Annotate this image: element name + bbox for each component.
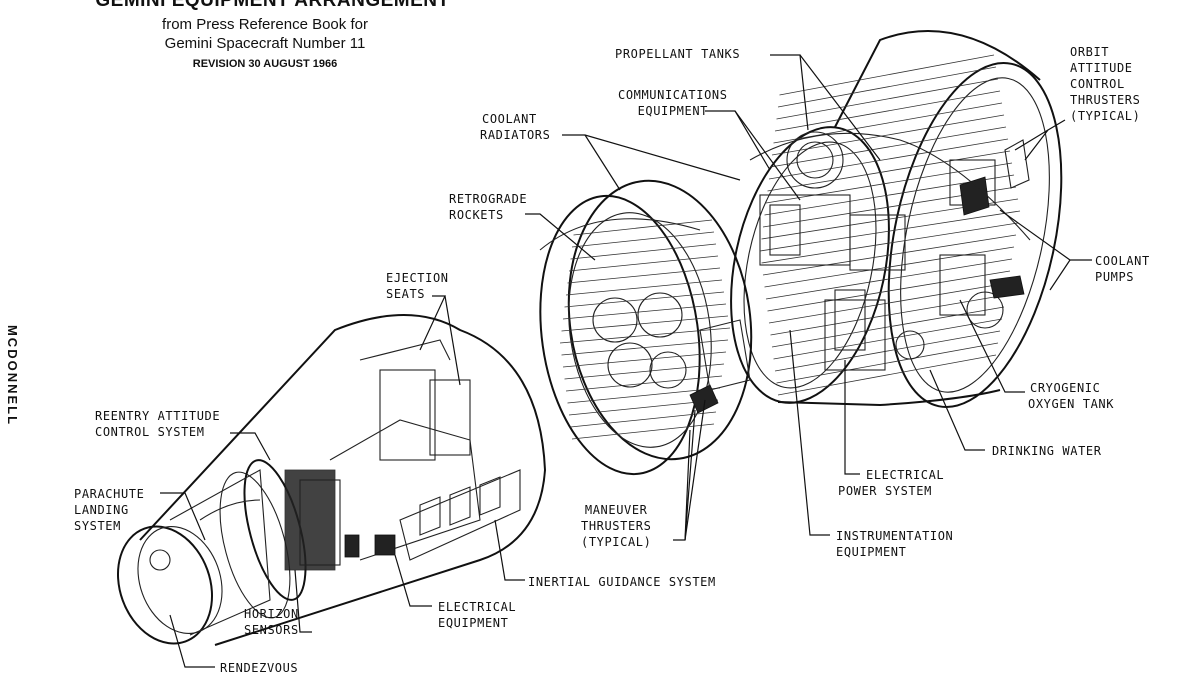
retro-rib bbox=[567, 387, 721, 404]
adapter-rib bbox=[771, 114, 1005, 156]
label-reentry-attitude-control: REENTRY ATTITUDE CONTROL SYSTEM bbox=[95, 409, 221, 439]
label-parachute-landing-system: PARACHUTE LANDING SYSTEM bbox=[74, 487, 145, 533]
label-rendezvous: RENDEZVOUS bbox=[220, 661, 299, 675]
label-communications-equipment: COMMUNICATIONS EQUIPMENT bbox=[618, 88, 728, 118]
label-ejection-seats: EJECTION SEATS bbox=[386, 271, 449, 301]
adapter-rib bbox=[776, 78, 999, 120]
adapter-rib bbox=[765, 162, 1013, 204]
retro-rib bbox=[562, 303, 727, 320]
label-coolant-radiators: COOLANT RADIATORS bbox=[480, 112, 551, 142]
retro-rib bbox=[567, 267, 721, 284]
adapter-rib bbox=[777, 66, 997, 108]
reentry-module bbox=[116, 314, 547, 646]
retro-rib bbox=[568, 255, 719, 272]
adapter-rib bbox=[764, 246, 1015, 288]
subtitle-line-2: Gemini Spacecraft Number 11 bbox=[164, 35, 366, 52]
adapter-rib bbox=[767, 270, 1011, 312]
label-propellant-tanks: PROPELLANT TANKS bbox=[615, 47, 741, 61]
label-drinking-water: DRINKING WATER bbox=[992, 444, 1102, 458]
adapter-rib bbox=[768, 138, 1009, 180]
adapter-section bbox=[730, 30, 1063, 408]
label-cryogenic-oxygen-tank: CRYOGENIC OXYGEN TANK bbox=[1028, 381, 1115, 411]
retro-rib bbox=[562, 351, 727, 368]
adapter-rib bbox=[779, 54, 995, 96]
adapter-rib bbox=[768, 282, 1009, 324]
label-electrical-power-system: ELECTRICAL POWER SYSTEM bbox=[838, 468, 945, 498]
adapter-rib bbox=[767, 150, 1011, 192]
retro-rib bbox=[570, 243, 717, 260]
retro-rib bbox=[565, 375, 723, 392]
retrograde-section bbox=[539, 179, 753, 476]
adapter-rib bbox=[770, 294, 1007, 336]
adapter-rib bbox=[771, 306, 1005, 348]
label-maneuver-thrusters: MANEUVER THRUSTERS (TYPICAL) bbox=[581, 503, 652, 549]
label-orbit-attitude-thrusters: ORBIT ATTITUDE CONTROL THRUSTERS (TYPICA… bbox=[1070, 45, 1141, 123]
adapter-rib bbox=[770, 126, 1007, 168]
adapter-rib bbox=[761, 222, 1019, 264]
retro-rib bbox=[565, 279, 723, 296]
retro-rib bbox=[561, 339, 729, 356]
adapter-rib bbox=[774, 330, 1001, 372]
label-coolant-pumps: COOLANT PUMPS bbox=[1095, 254, 1150, 284]
adapter-rib bbox=[777, 354, 997, 396]
label-inertial-guidance-system: INERTIAL GUIDANCE SYSTEM bbox=[528, 575, 716, 589]
adapter-rib bbox=[776, 342, 999, 384]
retro-rib bbox=[561, 315, 729, 332]
subtitle-line-1: from Press Reference Book for bbox=[162, 16, 368, 33]
adapter-rib bbox=[773, 318, 1003, 360]
retro-rib bbox=[573, 219, 713, 236]
adapter-rib bbox=[762, 234, 1017, 276]
retro-rib bbox=[571, 423, 715, 440]
leader-lines bbox=[160, 54, 1092, 668]
retro-rib bbox=[564, 363, 725, 380]
adapter-rib bbox=[774, 90, 1001, 132]
label-horizon-sensors: HORIZON SENSORS bbox=[244, 607, 299, 637]
revision-date: REVISION 30 AUGUST 1966 bbox=[192, 58, 338, 70]
diagram-title: GEMINI EQUIPMENT ARRANGEMENT bbox=[95, 0, 450, 11]
retro-rib bbox=[570, 411, 717, 428]
label-retrograde-rockets: RETROGRADE ROCKETS bbox=[449, 192, 528, 222]
adapter-rib bbox=[765, 258, 1013, 300]
label-electrical-equipment: ELECTRICAL EQUIPMENT bbox=[438, 600, 517, 630]
adapter-rib bbox=[759, 210, 1021, 252]
retro-rib bbox=[559, 327, 731, 344]
label-instrumentation-equipment: INSTRUMENTATION EQUIPMENT bbox=[836, 529, 954, 559]
retro-rib bbox=[571, 231, 715, 248]
